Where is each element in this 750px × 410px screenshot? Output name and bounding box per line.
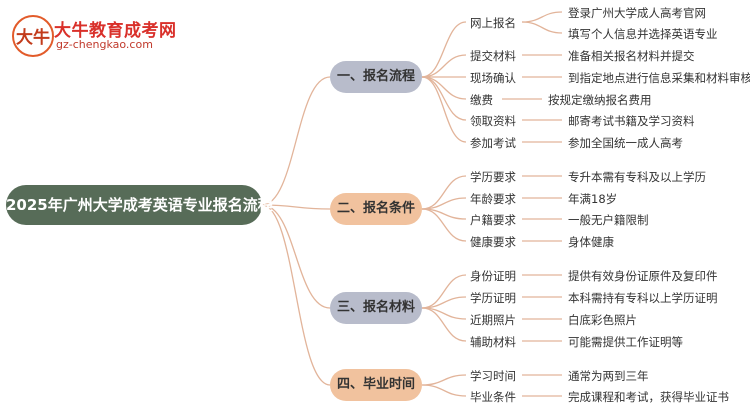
logo-glyph: 大牛 xyxy=(16,28,50,48)
connector-section-1-item-1 xyxy=(421,21,467,78)
connector-section-1-item-2 xyxy=(421,54,467,78)
item-detail-submit-materials: 准备相关报名材料并提交 xyxy=(568,49,695,63)
item-label-submit-materials: 提交材料 xyxy=(470,49,516,63)
item-detail-login-site: 登录广州大学成人高考官网 xyxy=(568,6,706,20)
item-label-take-exam: 参加考试 xyxy=(470,136,516,150)
item-label-onsite-confirm: 现场确认 xyxy=(470,71,516,85)
logo-icon: 大牛 xyxy=(12,15,54,57)
item-detail-id-proof: 提供有效身份证原件及复印件 xyxy=(568,269,718,283)
item-detail-age: 年满18岁 xyxy=(568,192,618,206)
item-detail-photo: 白底彩色照片 xyxy=(568,313,637,327)
section-node-graduation: 四、毕业时间 xyxy=(330,369,422,401)
connector-section-2-item-4 xyxy=(421,208,467,242)
connector-detail-1b xyxy=(521,21,563,34)
item-label-education: 学历要求 xyxy=(470,170,516,184)
item-detail-receive-materials: 邮寄考试书籍及学习资料 xyxy=(568,114,695,128)
logo-subtitle: gz-chengkao.com xyxy=(56,38,153,51)
section-node-process: 一、报名流程 xyxy=(330,61,422,93)
item-label-photo: 近期照片 xyxy=(470,313,516,327)
item-detail-study-time: 通常为两到三年 xyxy=(568,369,649,383)
item-detail-fill-info: 填写个人信息并选择英语专业 xyxy=(568,27,718,41)
item-detail-education: 专升本需有专科及以上学历 xyxy=(568,170,706,184)
connector-detail-1a xyxy=(521,11,563,23)
item-label-id-proof: 身份证明 xyxy=(470,269,516,283)
logo-title: 大牛教育成考网 xyxy=(54,21,177,41)
item-detail-take-exam: 参加全国统一成人高考 xyxy=(568,136,683,150)
item-label-age: 年龄要求 xyxy=(470,192,516,206)
connector-section-3-item-4 xyxy=(421,307,467,342)
item-label-study-time: 学习时间 xyxy=(470,369,516,383)
item-detail-payment: 按规定缴纳报名费用 xyxy=(548,93,652,107)
connector-section-4-item-2 xyxy=(421,384,467,397)
connector-section-2-item-1 xyxy=(421,175,467,210)
item-detail-household: 一般无户籍限制 xyxy=(568,213,649,227)
item-detail-degree-proof: 本科需持有专科以上学历证明 xyxy=(568,291,718,305)
connector-root-section-1 xyxy=(261,76,331,206)
section-node-conditions: 二、报名条件 xyxy=(330,193,422,225)
item-label-auxiliary: 辅助材料 xyxy=(470,335,516,349)
connector-root-section-4 xyxy=(261,204,331,386)
item-label-online-signup: 网上报名 xyxy=(470,16,516,30)
item-detail-onsite-confirm: 到指定地点进行信息采集和材料审核 xyxy=(568,71,750,85)
connector-section-1-item-4 xyxy=(421,76,467,100)
connector-root-section-2 xyxy=(261,204,331,210)
item-detail-graduation-req: 完成课程和考试，获得毕业证书 xyxy=(568,390,729,404)
item-detail-health: 身体健康 xyxy=(568,235,614,249)
root-node: 2025年广州大学成考英语专业报名流程 xyxy=(6,185,273,225)
connector-section-1-item-6 xyxy=(421,76,467,143)
item-label-household: 户籍要求 xyxy=(470,213,516,227)
item-label-receive-materials: 领取资料 xyxy=(470,114,516,128)
connector-root-section-3 xyxy=(261,204,331,309)
item-label-health: 健康要求 xyxy=(470,235,516,249)
item-label-graduation-req: 毕业条件 xyxy=(470,390,516,404)
item-label-degree-proof: 学历证明 xyxy=(470,291,516,305)
item-detail-auxiliary: 可能需提供工作证明等 xyxy=(568,335,683,349)
section-node-materials: 三、报名材料 xyxy=(330,292,422,324)
connector-section-3-item-1 xyxy=(421,274,467,309)
item-label-payment: 缴费 xyxy=(470,93,493,107)
connector-section-4-item-1 xyxy=(421,374,467,386)
